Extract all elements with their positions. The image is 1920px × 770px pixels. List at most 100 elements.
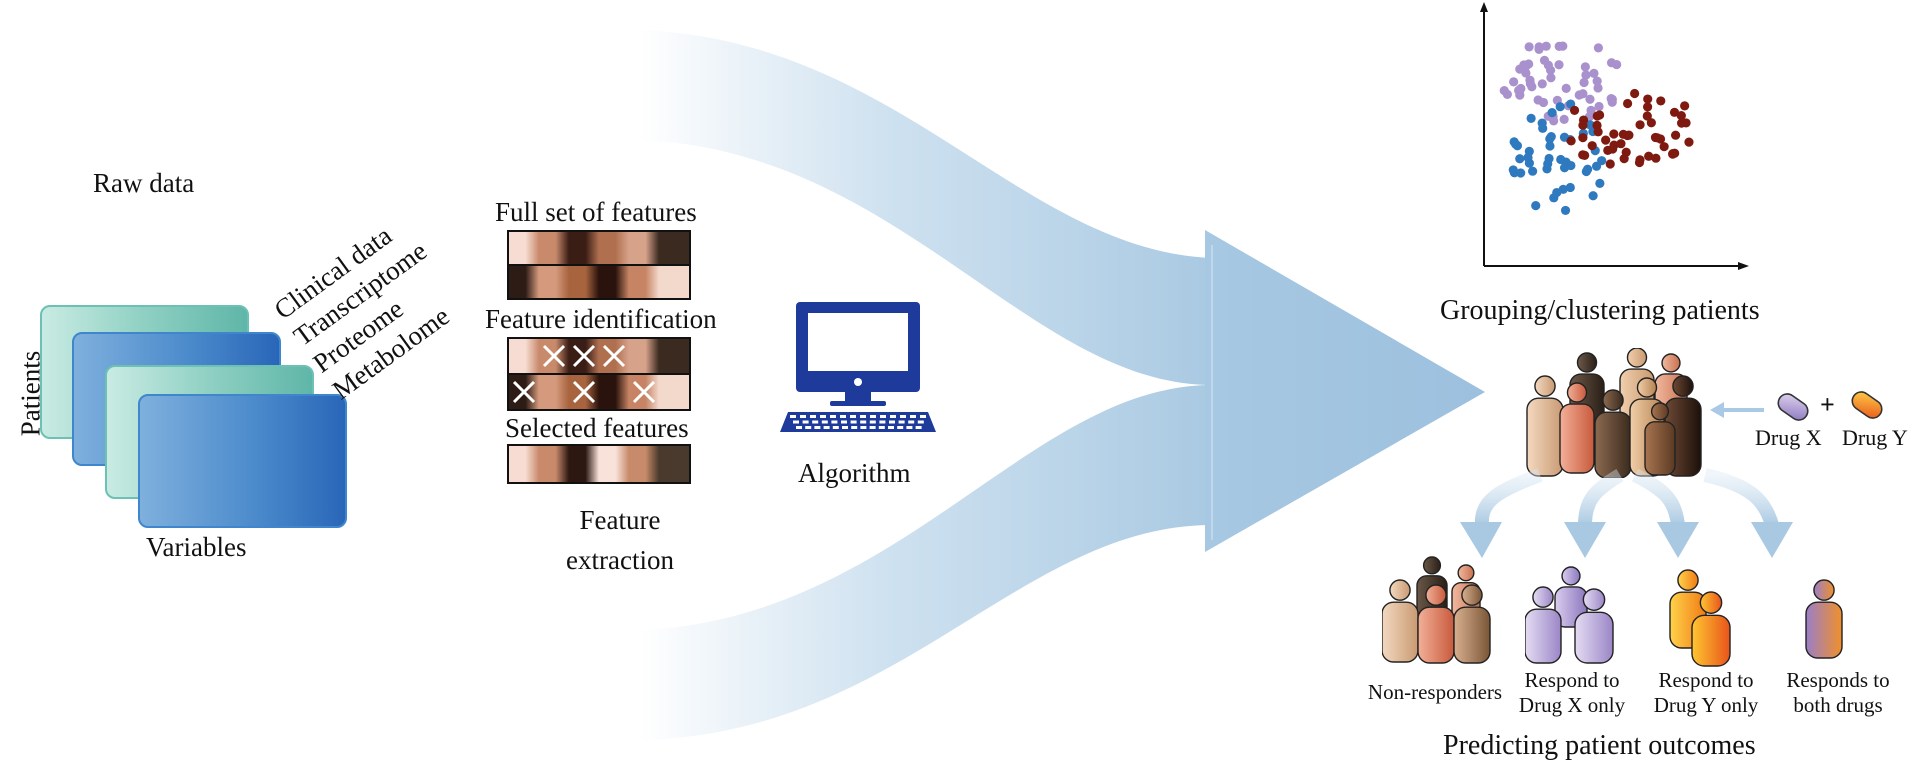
- scatter-point-blue: [1556, 154, 1566, 165]
- respond-drug-y-icon: [1669, 569, 1731, 667]
- scatter-point-purple: [1592, 76, 1602, 86]
- feature-cell: [509, 266, 539, 298]
- scatter-point-purple: [1525, 79, 1535, 89]
- scatter-point-red: [1616, 139, 1626, 149]
- person-icon: [1805, 579, 1843, 659]
- scatter-point-blue: [1515, 154, 1525, 164]
- person-icon: [1559, 382, 1595, 474]
- feature-cell: [599, 232, 629, 264]
- scatter-point-red: [1676, 111, 1686, 121]
- scatter-point-blue: [1552, 187, 1562, 198]
- scatter-point-red: [1635, 155, 1645, 165]
- scatter-point-blue: [1531, 201, 1541, 211]
- outcome-drug-x-only: Respond to Drug X only: [1502, 668, 1642, 718]
- scatter-point-purple: [1534, 42, 1544, 52]
- scatter-point-blue: [1538, 123, 1548, 133]
- scatter-point-purple: [1554, 60, 1564, 70]
- feature-cell: [569, 266, 599, 298]
- outcome-1-line1: Respond to: [1524, 668, 1620, 692]
- feature-cell: [599, 446, 629, 482]
- feature-cell: [569, 339, 599, 373]
- scatter-point-red: [1659, 142, 1669, 152]
- scatter-point-red: [1592, 120, 1602, 130]
- feature-cell: [599, 339, 629, 373]
- selected-features-label: Selected features: [505, 413, 689, 443]
- feature-extraction-label: Feature extraction: [520, 500, 720, 580]
- scatter-point-purple: [1580, 62, 1590, 72]
- scatter-point-purple: [1585, 94, 1595, 104]
- scatter-point-blue: [1591, 161, 1602, 171]
- scatter-point-red: [1578, 133, 1588, 143]
- respond-both-icon: [1805, 579, 1843, 659]
- feature-cell: [539, 375, 569, 409]
- scatter-point-red: [1643, 94, 1653, 104]
- full-features-row-2: [507, 264, 691, 300]
- scatter-point-purple: [1607, 97, 1617, 107]
- scatter-point-red: [1619, 154, 1629, 164]
- feature-cell: [509, 375, 539, 409]
- scatter-point-red: [1608, 144, 1618, 154]
- scatter-point-purple: [1579, 77, 1589, 88]
- scatter-point-red: [1578, 120, 1588, 130]
- removed-feature-x-icon: [509, 375, 539, 409]
- feature-cell: [629, 339, 659, 373]
- scatter-point-red: [1656, 96, 1666, 106]
- scatter-point-red: [1635, 120, 1645, 130]
- scatter-point-purple: [1559, 114, 1569, 124]
- feature-extraction-line1: Feature: [579, 505, 661, 535]
- scatter-point-red: [1668, 148, 1678, 159]
- scatter-point-purple: [1499, 86, 1509, 96]
- scatter-point-red: [1642, 102, 1653, 112]
- scatter-point-purple: [1593, 43, 1604, 53]
- selected-features-row: [507, 444, 691, 484]
- scatter-point-purple: [1589, 68, 1599, 78]
- clustering-label: Grouping/clustering patients: [1440, 295, 1760, 326]
- computer-icon: [780, 302, 936, 432]
- flow-band-lower: [640, 385, 1212, 740]
- variables-label: Variables: [146, 532, 247, 562]
- scatter-point-purple: [1521, 68, 1531, 78]
- person-icon: [1574, 588, 1614, 664]
- scatter-point-purple: [1524, 42, 1534, 52]
- feature-cell: [599, 375, 629, 409]
- scatter-point-red: [1594, 110, 1605, 120]
- scatter-point-red: [1566, 136, 1576, 146]
- outcome-3-line1: Responds to: [1786, 668, 1890, 692]
- drug-arrow: [1710, 402, 1764, 418]
- flow-arrow-head: [1205, 230, 1485, 552]
- scatter-point-red: [1587, 141, 1597, 151]
- scatter-point-purple: [1541, 41, 1551, 51]
- outcome-both-drugs: Responds to both drugs: [1768, 668, 1908, 718]
- identification-row-2: [507, 373, 691, 411]
- scatter-point-purple: [1509, 77, 1519, 87]
- person-icon: [1453, 584, 1491, 664]
- scatter-point-blue: [1566, 160, 1576, 171]
- outcome-non-responders: Non-responders: [1345, 680, 1525, 705]
- feature-cell: [629, 266, 659, 298]
- person-icon: [1525, 586, 1562, 664]
- feature-cell: [629, 375, 659, 409]
- full-set-label: Full set of features: [495, 197, 697, 227]
- feature-cell: [569, 232, 599, 264]
- scatter-point-purple: [1606, 58, 1617, 68]
- outcome-1-line2: Drug X only: [1518, 693, 1626, 717]
- scatter-point-purple: [1594, 101, 1604, 112]
- removed-feature-x-icon: [569, 375, 599, 409]
- scatter-point-red: [1669, 107, 1680, 117]
- scatter-point-blue: [1555, 102, 1565, 112]
- scatter-point-red: [1684, 137, 1694, 147]
- drug-y-pill-icon: [1851, 391, 1883, 419]
- person-icon: [1417, 584, 1455, 664]
- outcome-0-line1: Non-responders: [1367, 680, 1503, 704]
- scatter-point-purple: [1537, 79, 1547, 89]
- scatter-point-red: [1580, 150, 1590, 160]
- scatter-point-blue: [1545, 141, 1555, 151]
- removed-feature-x-icon: [629, 375, 659, 409]
- scatter-point-blue: [1509, 137, 1519, 147]
- feature-cell: [659, 446, 689, 482]
- outcomes-title: Predicting patient outcomes: [1443, 730, 1756, 761]
- scatter-point-red: [1630, 88, 1640, 99]
- scatter-point-blue: [1528, 166, 1538, 176]
- cluster-scatter-plot: [1480, 2, 1749, 270]
